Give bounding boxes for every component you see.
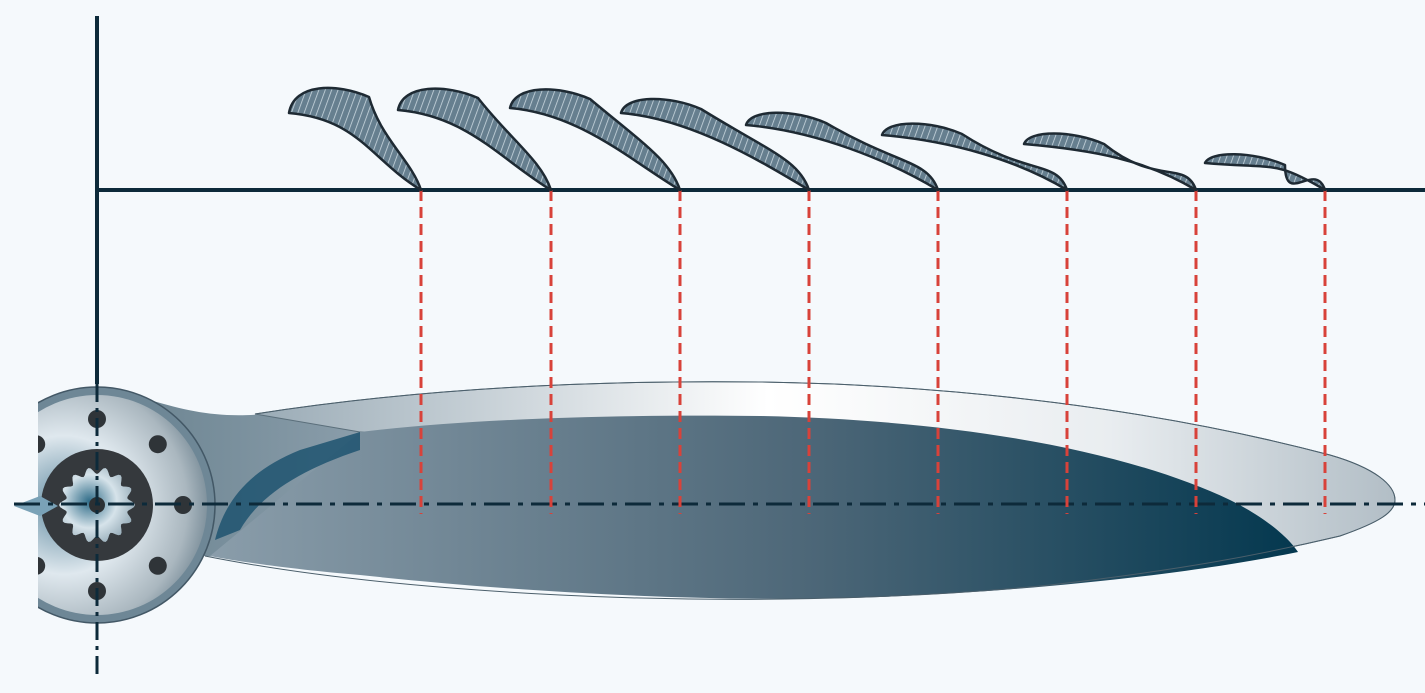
airfoil-section-7: [1022, 132, 1198, 192]
blade-face: [210, 415, 1298, 599]
airfoil-section-4: [619, 97, 811, 192]
projection-lines: [419, 190, 1327, 514]
bolt-circle: [38, 410, 192, 600]
airfoil-section-6: [880, 122, 1069, 192]
airfoil-section-5: [744, 111, 940, 192]
bolt-hole-icon: [148, 556, 167, 575]
airfoil-section-1: [287, 86, 423, 192]
airfoil-section-2: [396, 87, 553, 192]
airfoil-section-8: [1203, 153, 1327, 192]
blade-planform: [150, 381, 1396, 600]
bolt-hole-icon: [174, 496, 192, 514]
blade-outline: [204, 381, 1396, 600]
axes: [14, 16, 1425, 680]
bolt-hole-icon: [148, 435, 167, 454]
bolt-hole-icon: [38, 556, 46, 575]
airfoil-sections: [287, 86, 1327, 192]
bolt-hole-icon: [38, 435, 46, 454]
hub-key-notch: [14, 496, 58, 516]
airfoil-section-3: [508, 88, 682, 192]
blade-root-fillet: [215, 432, 360, 540]
